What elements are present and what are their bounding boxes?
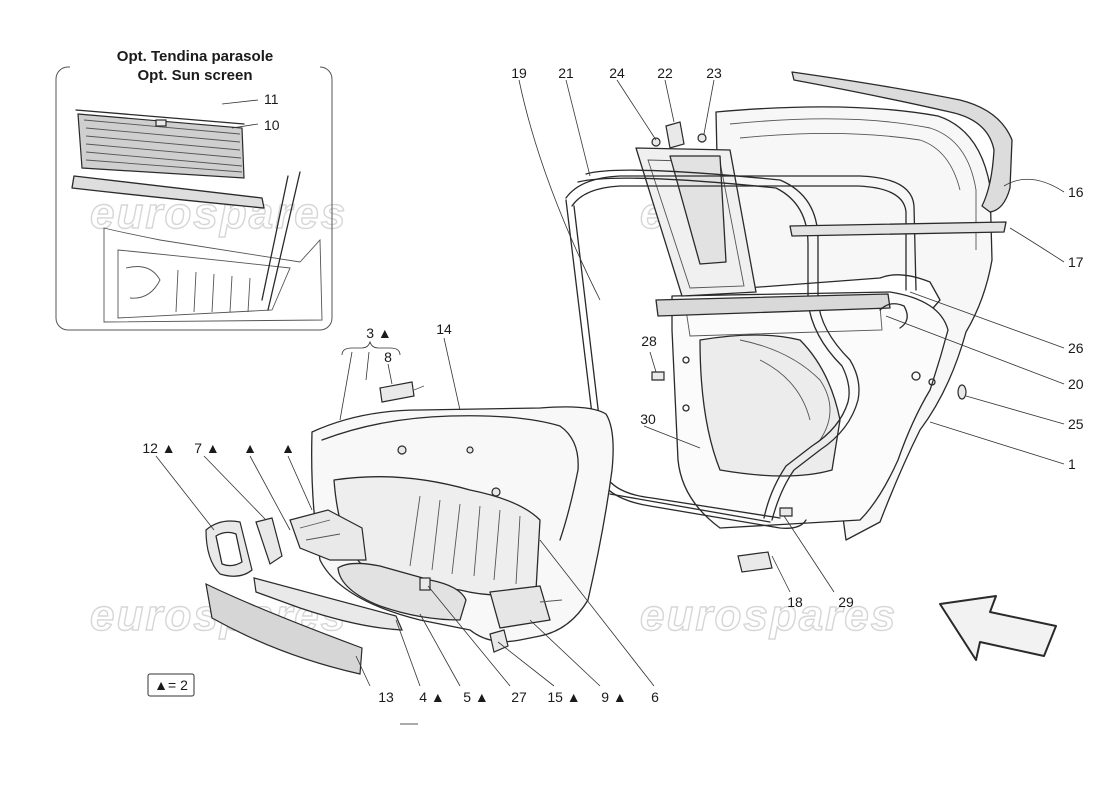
callout-20: 20 — [1068, 376, 1084, 392]
callout-29: 29 — [838, 594, 854, 610]
callout-12: 12 ▲ — [142, 440, 175, 456]
group-bracket — [341, 340, 401, 356]
direction-arrow-icon — [939, 595, 1057, 661]
callout-26: 26 — [1068, 340, 1084, 356]
door-trim-panel — [311, 406, 614, 643]
callout-24: 24 — [609, 65, 625, 81]
callout-15: 15 ▲ — [547, 689, 580, 705]
callout-11: 11 — [264, 91, 279, 107]
door-fastener — [928, 378, 936, 386]
callout-25: 25 — [1068, 416, 1084, 432]
callout-30: 30 — [640, 411, 656, 427]
callout-18: 18 — [787, 594, 803, 610]
callout-labels: 11 10 19 21 24 22 23 16 17 26 20 25 1 28… — [142, 65, 1083, 705]
callout-28: 28 — [641, 333, 657, 349]
inset-title-english: Opt. Sun screen — [137, 67, 252, 84]
callout-10: 10 — [264, 117, 280, 133]
door-fastener — [682, 356, 690, 364]
leader-lines — [155, 79, 1065, 687]
callout-16: 16 — [1068, 184, 1084, 200]
callout-21: 21 — [558, 65, 574, 81]
callout-7: 7 ▲ — [194, 440, 220, 456]
legend-box: ▲= 2 — [147, 673, 195, 697]
callout-1: 1 — [1068, 456, 1076, 472]
callout-triangle-b: ▲ — [281, 440, 295, 456]
inset-title-italian: Opt. Tendina parasole — [117, 48, 273, 65]
door-fastener — [911, 371, 921, 381]
callout-triangle-a: ▲ — [243, 440, 257, 456]
callout-14: 14 — [436, 321, 452, 337]
small-parts — [205, 121, 967, 675]
door-seals — [565, 71, 1013, 529]
callout-22: 22 — [657, 65, 673, 81]
callout-23: 23 — [706, 65, 722, 81]
door-fastener — [682, 404, 690, 412]
sun-screen-inset: Opt. Tendina parasole Opt. Sun screen — [55, 40, 333, 331]
callout-27: 27 — [511, 689, 527, 705]
callout-5: 5 ▲ — [463, 689, 489, 705]
callout-13: 13 — [378, 689, 394, 705]
callout-17: 17 — [1068, 254, 1084, 270]
callout-4: 4 ▲ — [419, 689, 445, 705]
callout-19: 19 — [511, 65, 527, 81]
callout-3: 3 ▲ — [366, 325, 392, 341]
inset-title-bg — [70, 40, 320, 84]
door-shell — [635, 106, 993, 541]
callout-6: 6 — [651, 689, 659, 705]
watermark-bottom-right: eurospares — [640, 591, 897, 640]
legend-text: ▲= 2 — [154, 677, 188, 693]
callout-9: 9 ▲ — [601, 689, 627, 705]
callout-8: 8 — [384, 349, 392, 365]
sun-screen-illustration — [71, 109, 323, 323]
